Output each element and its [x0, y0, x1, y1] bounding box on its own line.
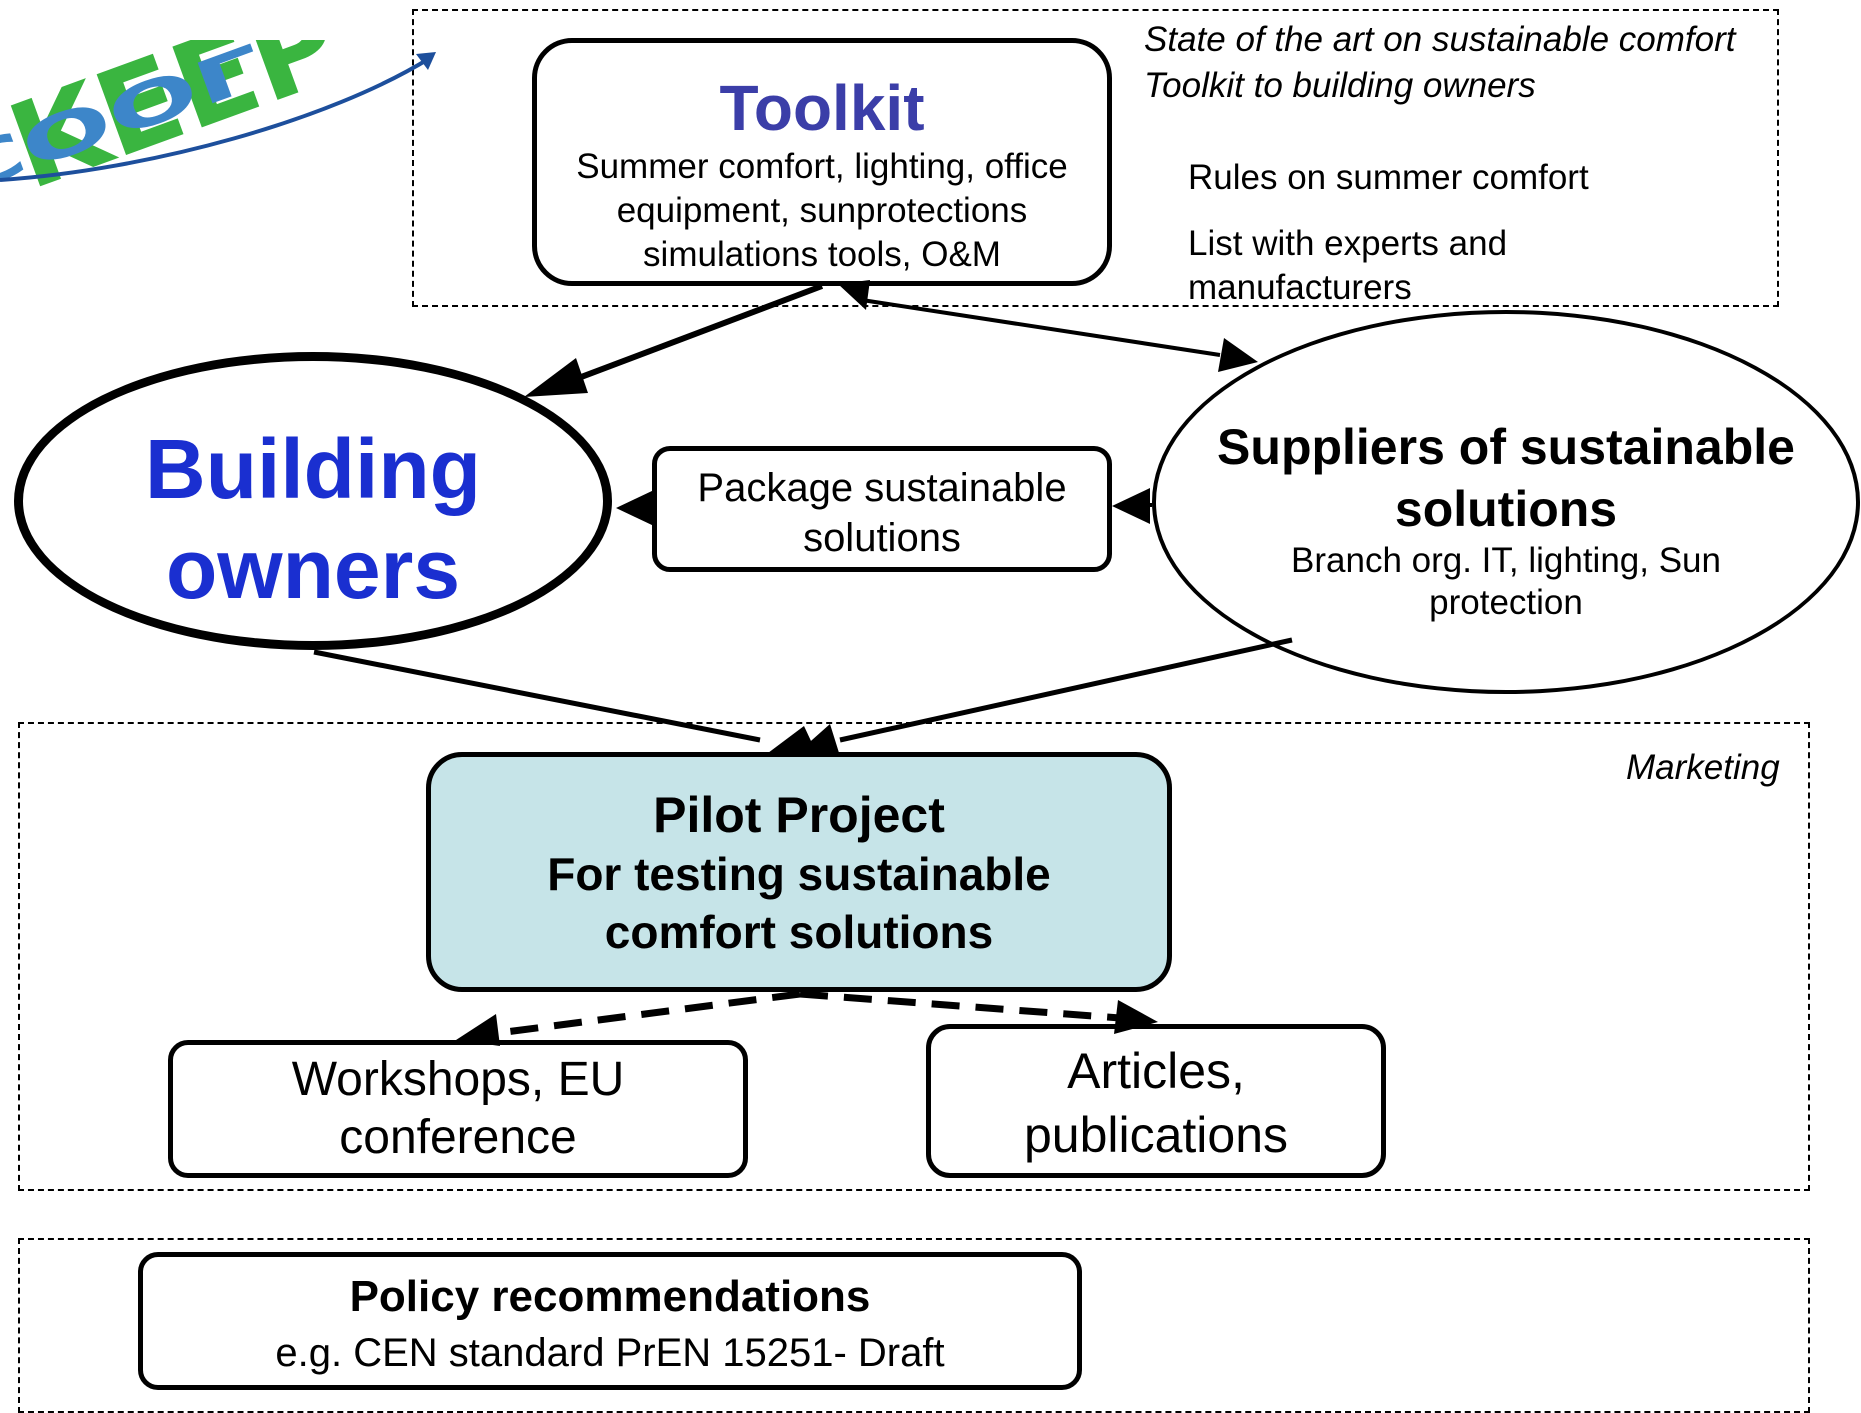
- keep-cool-logo: KEEP COOL: [0, 0, 440, 280]
- toolkit-note-1: State of the art on sustainable comfort: [1144, 20, 1736, 59]
- toolkit-item-3: manufacturers: [1188, 268, 1412, 307]
- workshops-box: Workshops, EU conference: [168, 1040, 748, 1178]
- articles-line-2: publications: [1023, 1107, 1289, 1163]
- arrowhead-owners-side: [616, 490, 654, 526]
- articles-line-1: Articles,: [1067, 1043, 1245, 1099]
- toolkit-line-2: equipment, sunprotections: [616, 191, 1028, 230]
- toolkit-title: Toolkit: [719, 72, 925, 144]
- suppliers-sub-2: protection: [1429, 583, 1583, 622]
- articles-box: Articles, publications: [926, 1024, 1386, 1178]
- toolkit-item-2: List with experts and: [1188, 224, 1508, 263]
- pilot-project-box: Pilot Project For testing sustainable co…: [426, 752, 1172, 992]
- policy-title: Policy recommendations: [349, 1272, 871, 1321]
- workshops-line-2: conference: [339, 1111, 577, 1164]
- toolkit-line-3: simulations tools, O&M: [643, 235, 1001, 274]
- pilot-line-1: Pilot Project: [653, 787, 945, 843]
- building-owners-ellipse: Building owners: [14, 352, 612, 650]
- workshops-line-1: Workshops, EU: [291, 1053, 625, 1106]
- suppliers-sub-1: Branch org. IT, lighting, Sun: [1291, 541, 1721, 580]
- logo-arrow-head: [416, 52, 436, 70]
- toolkit-line-1: Summer comfort, lighting, office: [576, 147, 1068, 186]
- toolkit-box: Toolkit Summer comfort, lighting, office…: [532, 38, 1112, 286]
- arrow-toolkit-suppliers: [861, 298, 1221, 357]
- suppliers-ellipse: Suppliers of sustainable solutions Branc…: [1152, 310, 1860, 694]
- building-owners-line-1: Building: [145, 422, 481, 516]
- pilot-line-2: For testing sustainable: [547, 848, 1051, 900]
- logo-graphic: KEEP COOL: [0, 0, 436, 216]
- package-line-1: Package sustainable: [697, 466, 1067, 510]
- package-box: Package sustainable solutions: [652, 446, 1112, 572]
- suppliers-title-1: Suppliers of sustainable: [1217, 419, 1795, 475]
- toolkit-note-2: Toolkit to building owners: [1144, 66, 1536, 105]
- policy-sub: e.g. CEN standard PrEN 15251- Draft: [275, 1331, 945, 1375]
- marketing-label: Marketing: [1626, 748, 1780, 787]
- arrowhead-owners: [524, 358, 588, 397]
- suppliers-title-2: solutions: [1394, 481, 1618, 537]
- policy-box: Policy recommendations e.g. CEN standard…: [138, 1252, 1082, 1390]
- arrowhead-package: [1112, 488, 1150, 524]
- pilot-line-3: comfort solutions: [604, 906, 994, 958]
- building-owners-line-2: owners: [165, 522, 461, 616]
- toolkit-item-1: Rules on summer comfort: [1188, 158, 1589, 197]
- package-line-2: solutions: [803, 516, 961, 560]
- logo-arrow-curve: [0, 56, 432, 182]
